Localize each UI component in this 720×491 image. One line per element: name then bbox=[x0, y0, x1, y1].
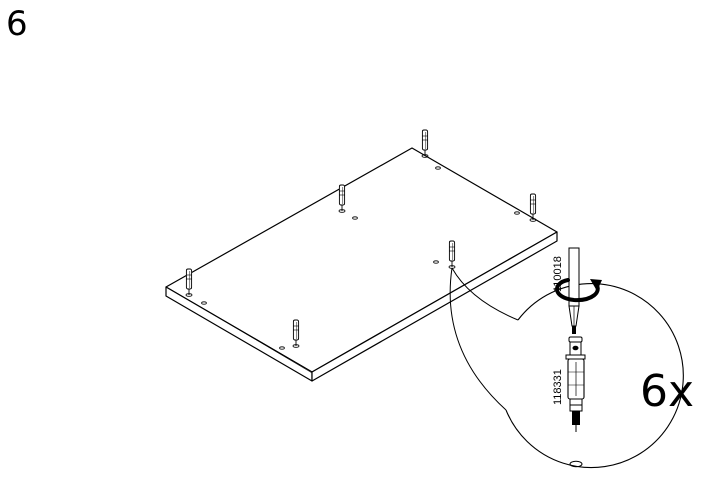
detail-callout bbox=[449, 267, 684, 469]
tool-part-number: 110018 bbox=[552, 256, 564, 292]
step-number: 6 bbox=[6, 4, 28, 44]
rotate-clockwise-arrow-icon bbox=[555, 278, 602, 303]
cam-dowel-detail-icon bbox=[565, 336, 586, 468]
quantity-label: 6x bbox=[640, 366, 695, 417]
dowel-part-number: 118331 bbox=[552, 369, 564, 405]
screwdriver-icon bbox=[568, 247, 580, 334]
panel-icon bbox=[165, 147, 558, 382]
